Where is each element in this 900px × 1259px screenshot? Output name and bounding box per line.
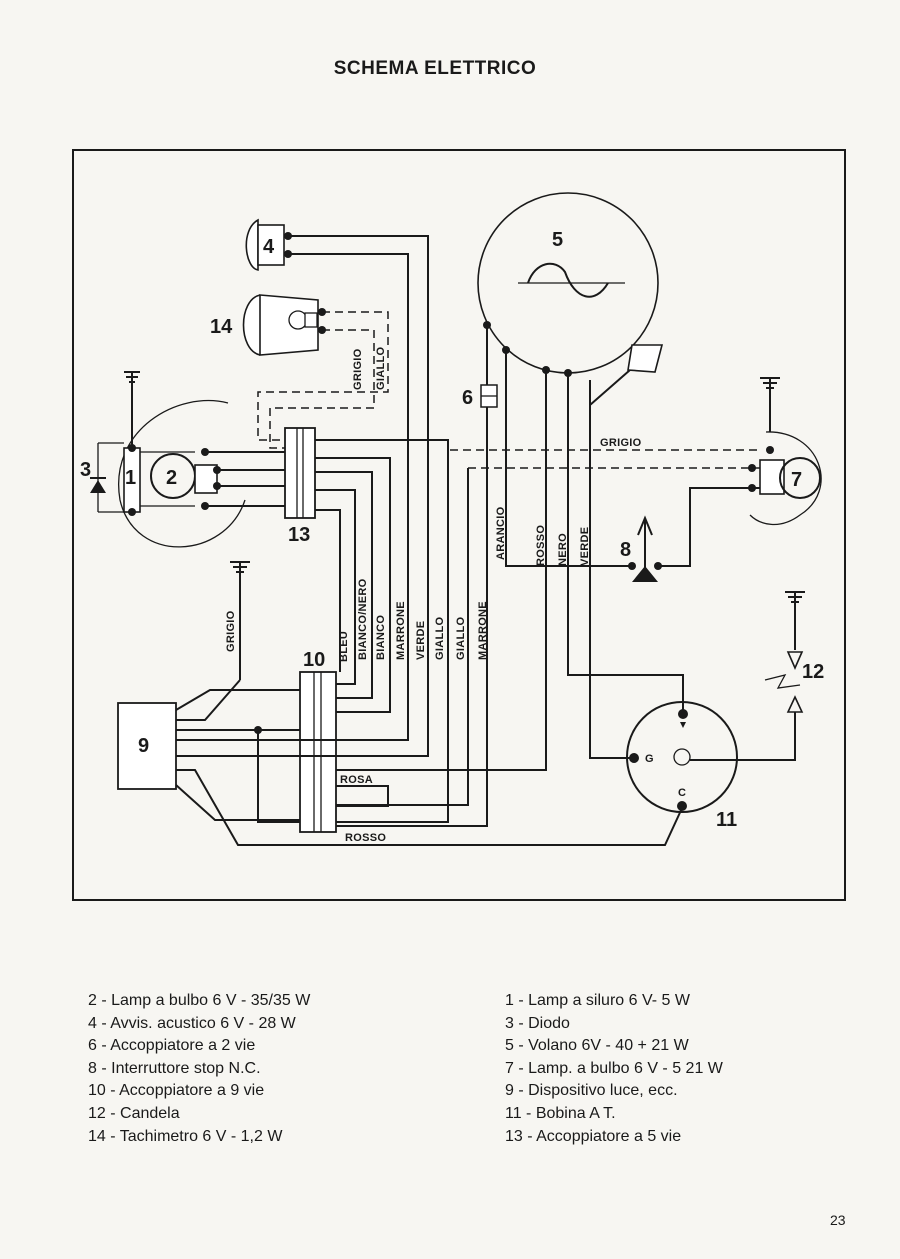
connector-13 [284,427,316,519]
wire-label-grigio-14: GRIGIO [352,348,364,390]
legend-item: 14 - Tachimetro 6 V - 1,2 W [88,1127,283,1145]
label-6: 6 [462,387,473,409]
wire-label-grigio-left: GRIGIO [225,610,237,652]
wire-label-rosso-h: ROSSO [345,832,386,844]
label-7: 7 [791,469,802,491]
label-10: 10 [303,649,325,671]
label-3: 3 [80,459,91,481]
flywheel-5 [477,192,664,374]
wire-label-giallo-2: GIALLO [434,617,446,660]
diode-3 [90,480,106,493]
wire-label-giallo-14: GIALLO [375,347,387,390]
legend-item: 5 - Volano 6V - 40 + 21 W [505,1037,689,1055]
legend-item: 4 - Avvis. acustico 6 V - 28 W [88,1014,296,1032]
coil-terminal-c: C [678,787,686,799]
wire-label-arancio: ARANCIO [495,506,507,560]
label-2: 2 [166,467,177,489]
legend-right: 1 - Lamp a siluro 6 V- 5 W 3 - Diodo 5 -… [505,990,723,1148]
legend-item: 12 - Candela [88,1104,180,1122]
wire-label-marrone-1: MARRONE [395,601,407,660]
legend-item: 13 - Accoppiatore a 5 vie [505,1127,682,1145]
label-11: 11 [716,809,737,831]
wire-label-grigio-top: GRIGIO [600,437,642,449]
legend-item: 3 - Diodo [505,1014,570,1032]
legend-item: 1 - Lamp a siluro 6 V- 5 W [505,992,690,1009]
junction-dots [128,232,774,734]
horn-4 [245,218,285,271]
connector-10 [299,671,337,833]
wire-label-rosso-v: ROSSO [535,525,547,566]
legend-item: 11 - Bobina A T. [505,1104,616,1122]
label-5: 5 [552,229,563,251]
wire-label-verde-2: VERDE [415,621,427,660]
flywheel-connector [627,344,664,373]
page-number: 23 [830,1212,846,1228]
legend-item: 10 - Accoppiatore a 9 vie [88,1082,265,1100]
legend-item: 6 - Accoppiatore a 2 vie [88,1037,256,1055]
speedometer-14 [242,294,319,356]
legend-item: 9 - Dispositivo luce, ecc. [505,1082,678,1100]
wire-label-marrone-2: MARRONE [477,601,489,660]
headlight-2 [90,399,246,548]
legend-item: 2 - Lamp a bulbo 6 V - 35/35 W [88,992,311,1009]
device-9 [117,702,177,790]
rear-light-7 [749,431,822,526]
legend-left: 2 - Lamp a bulbo 6 V - 35/35 W 4 - Avvis… [88,990,310,1148]
legend-item: 7 - Lamp. a bulbo 6 V - 5 21 W [505,1059,723,1077]
coil-terminal-g: G [645,753,654,765]
label-9: 9 [138,735,149,757]
page-title: SCHEMA ELETTRICO [333,58,537,79]
label-13: 13 [288,524,310,546]
legend-item: 8 - Interruttore stop N.C. [88,1059,261,1077]
wire-label-nero: NERO [557,533,569,566]
wires [175,235,760,846]
label-14: 14 [210,316,233,338]
ground-symbols [124,371,805,680]
label-4: 4 [263,236,275,258]
label-8: 8 [620,539,631,561]
label-1: 1 [125,467,136,489]
wire-label-verde-v: VERDE [579,527,591,566]
label-12: 12 [802,661,824,683]
wire-label-bianco-nero: BIANCO/NERO [357,578,369,660]
wire-label-giallo-3: GIALLO [455,617,467,660]
spark-plug-12 [690,605,804,761]
wire-label-bianco: BIANCO [375,615,387,660]
stop-switch-8 [628,515,662,582]
wire-label-rosa: ROSA [340,774,373,786]
diagram-frame [72,149,846,901]
wire-label-bleu: BLEU [338,631,350,662]
